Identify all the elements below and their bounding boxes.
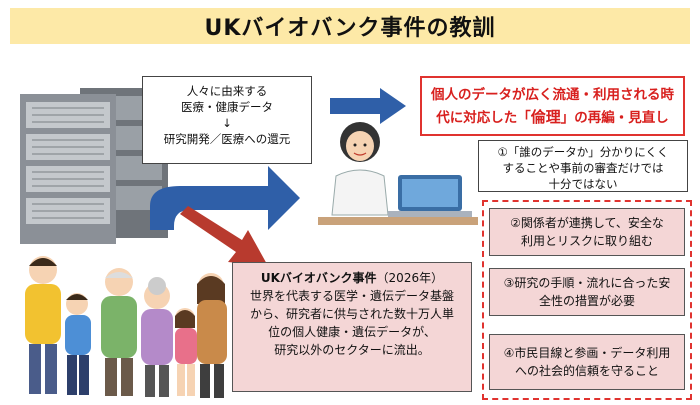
lesson-point-4: ④市民目線と参画・データ利用 への社会的信頼を守ること [489, 334, 685, 390]
page-title: UKバイオバンク事件の教訓 [204, 16, 496, 41]
family-group-illustration [25, 256, 227, 398]
point3-line-1: ③研究の手順・流れに合った安 [503, 276, 671, 290]
incident-year: （2026年） [376, 271, 444, 285]
lesson-note-1: ①「誰のデータか」分かりにくく することや事前の審査だけでは 十分ではない [478, 140, 688, 192]
person-woman [197, 273, 227, 398]
point4-line-2: への社会的信頼を守ること [514, 364, 659, 378]
ethics-line-2-post: 」の再編・見直し [560, 110, 669, 126]
server-rack-front [20, 94, 116, 244]
note1-line-2: することや事前の審査だけでは [502, 161, 664, 175]
ethics-keyword: 倫理 [530, 108, 561, 126]
uk-biobank-incident-box: UKバイオバンク事件（2026年） 世界を代表する医学・遺伝データ基盤 から、研… [232, 262, 472, 392]
person-boy [65, 293, 91, 395]
person-grandfather [101, 268, 137, 396]
arrow-down-right-icon [180, 206, 268, 266]
data-box-arrow: ↓ [222, 116, 232, 130]
incident-line-3: 位の個人健康・遺伝データが、 [268, 325, 436, 339]
point2-line-2: 利用とリスクに取り組む [520, 234, 653, 248]
data-box-line-2: 医療・健康データ [181, 100, 273, 114]
point4-line-1: ④市民目線と参画・データ利用 [503, 346, 671, 360]
person-man [25, 256, 61, 394]
point3-line-2: 全性の措置が必要 [538, 294, 635, 308]
data-flow-box: 人々に由来する 医療・健康データ ↓ 研究開発／医療への還元 [142, 76, 312, 164]
ethics-line-2: 代に対応した「倫理」の再編・見直し [422, 106, 683, 129]
lesson-point-3: ③研究の手順・流れに合った安 全性の措置が必要 [489, 268, 685, 316]
researcher-at-laptop-illustration [318, 122, 478, 225]
title-banner: UKバイオバンク事件の教訓 [10, 8, 690, 44]
person-grandmother [141, 277, 173, 397]
incident-title: UKバイオバンク事件 [260, 271, 377, 285]
incident-line-1: 世界を代表する医学・遺伝データ基盤 [249, 289, 454, 303]
data-box-line-1: 人々に由来する [186, 84, 268, 98]
note1-line-3: 十分ではない [548, 177, 618, 191]
incident-line-4: 研究以外のセクターに流出。 [274, 343, 430, 357]
arrow-right-icon [330, 88, 406, 124]
incident-heading: UKバイオバンク事件（2026年） [233, 269, 471, 287]
data-box-line-3: 研究開発／医療への還元 [163, 132, 291, 146]
ethics-line-1: 個人のデータが広く流通・利用される時 [431, 87, 674, 103]
lessons-dashed-frame [482, 200, 692, 400]
incident-line-2: から、研究者に供与された数十万人単 [249, 307, 454, 321]
ethics-line-2-pre: 代に対応した「 [436, 110, 531, 126]
note1-line-1: ①「誰のデータか」分かりにくく [497, 145, 669, 159]
person-girl [175, 308, 197, 396]
lesson-point-2: ②関係者が連携して、安全な 利用とリスクに取り組む [489, 208, 685, 256]
ethics-review-box: 個人のデータが広く流通・利用される時 代に対応した「倫理」の再編・見直し [420, 76, 685, 136]
point2-line-1: ②関係者が連携して、安全な [510, 216, 664, 230]
curved-arrow-up-icon [150, 166, 300, 230]
